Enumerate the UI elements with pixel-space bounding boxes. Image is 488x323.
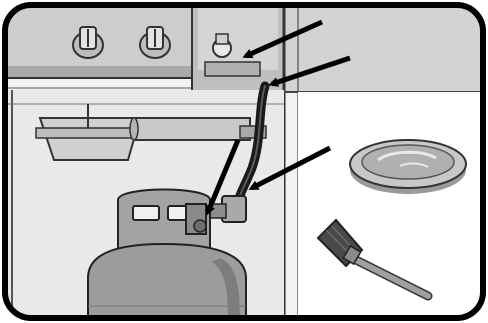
burner-tube <box>130 118 266 140</box>
tank-valve <box>186 204 206 234</box>
soapy-water-dish <box>350 140 466 194</box>
tank-collar-handle <box>133 206 159 220</box>
